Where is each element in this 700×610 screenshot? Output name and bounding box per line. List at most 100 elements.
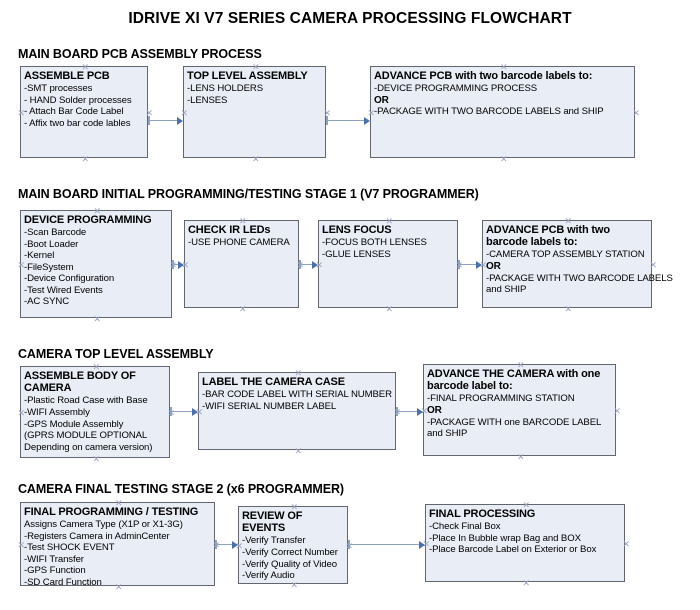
connector-handle-bottom-icon[interactable]: ✕ (517, 451, 525, 462)
flowchart-node-advance-pcb-two-barcode-labels-2[interactable]: ADVANCE PCB with two barcode labels to:-… (480, 216, 673, 313)
flowchart-node-lens-focus[interactable]: LENS FOCUS-FOCUS BOTH LENSES-GLUE LENSES… (316, 216, 464, 313)
page-title: IDRIVE XI V7 SERIES CAMERA PROCESSING FL… (128, 10, 572, 27)
arrow-line (215, 544, 233, 546)
connector-handle-bottom-icon[interactable]: ✕ (239, 303, 247, 314)
node-line: - HAND Solder processes (24, 94, 132, 106)
connector-handle-bottom-icon[interactable]: ✕ (252, 153, 260, 164)
node-line: -SD Card Function (24, 576, 102, 588)
node-line: -Registers Camera in AdminCenter (24, 530, 170, 542)
connector-handle-bottom-icon[interactable]: ✕ (294, 445, 303, 456)
node-content: LENS FOCUS-FOCUS BOTH LENSES-GLUE LENSES (319, 221, 457, 262)
node-title: LABEL THE CAMERA CASE (202, 376, 345, 388)
node-line: -PACKAGE WITH TWO BARCODE LABELS (486, 272, 673, 284)
connector-handle-bottom-icon[interactable]: ✕ (564, 303, 573, 314)
node-line: -Plastic Road Case with Base (24, 395, 148, 407)
node-line: -Verify Audio (242, 570, 295, 582)
node-line: -GPS Module Assembly (24, 418, 124, 430)
section-title-main-board-initial-programming-testing-stage-1: MAIN BOARD INITIAL PROGRAMMING/TESTING S… (18, 187, 479, 201)
connector-handle-left-icon[interactable]: ✕ (180, 107, 189, 118)
arrow-line (148, 120, 178, 122)
node-line: -WIFI SERIAL NUMBER LABEL (202, 400, 337, 412)
node-title: ADVANCE THE CAMERA with one barcode labe… (427, 368, 601, 393)
node-content: TOP LEVEL ASSEMBLY-LENS HOLDERS-LENSES (184, 67, 325, 108)
node-line: -BAR CODE LABEL WITH SERIAL NUMBER (202, 388, 392, 400)
flowchart-node-advance-pcb-two-barcode-labels[interactable]: ADVANCE PCB with two barcode labels to:-… (368, 62, 641, 163)
arrow-line (348, 544, 420, 546)
arrow-line (170, 411, 193, 413)
node-line: - Attach Bar Code Label (24, 106, 124, 118)
node-line: -WIFI Assembly (24, 406, 90, 418)
flowchart-node-advance-the-camera-one-barcode-label[interactable]: ADVANCE THE CAMERA with one barcode labe… (421, 360, 622, 461)
section-title-main-board-pcb-assembly-process: MAIN BOARD PCB ASSEMBLY PROCESS (18, 47, 262, 61)
arrow-head-icon (177, 117, 183, 125)
node-line: (GPRS MODULE OPTIONAL (24, 430, 148, 442)
arrow-line (172, 264, 179, 266)
node-title: FINAL PROCESSING (429, 508, 536, 520)
node-title: ADVANCE PCB with two barcode labels to: (374, 70, 593, 82)
node-content: LABEL THE CAMERA CASE-BAR CODE LABEL WIT… (199, 373, 395, 414)
node-line: -PACKAGE WITH one BARCODE LABEL (427, 416, 602, 428)
node-title: CHECK IR LEDs (188, 224, 271, 236)
node-title: DEVICE PROGRAMMING (24, 214, 152, 226)
connector-handle-bottom-icon[interactable]: ✕ (522, 577, 531, 588)
flowchart-node-label-the-camera-case[interactable]: LABEL THE CAMERA CASE-BAR CODE LABEL WIT… (196, 368, 402, 455)
arrow-line (458, 264, 477, 266)
node-line: -CAMERA TOP ASSEMBLY STATION (486, 249, 645, 261)
node-line: -Device Configuration (24, 273, 115, 285)
flowchart-node-final-processing[interactable]: FINAL PROCESSING-Check Final Box-Place I… (423, 500, 631, 587)
node-content: ASSEMBLE PCB-SMT processes- HAND Solder … (21, 67, 147, 131)
node-title: ASSEMBLE BODY OF CAMERA (24, 370, 136, 395)
node-content: REVIEW OF EVENTS-Verify Transfer-Verify … (239, 507, 347, 584)
flowchart-node-check-ir-leds[interactable]: CHECK IR LEDs-USE PHONE CAMERA✕✕✕✕ (182, 216, 305, 313)
node-line: -GLUE LENSES (322, 248, 391, 260)
connector-handle-bottom-icon[interactable]: ✕ (500, 153, 508, 164)
node-content: ADVANCE THE CAMERA with one barcode labe… (424, 365, 615, 442)
flowchart-node-assemble-pcb[interactable]: ASSEMBLE PCB-SMT processes- HAND Solder … (18, 62, 154, 163)
node-content: ADVANCE PCB with two barcode labels to:-… (371, 67, 634, 120)
node-title: ASSEMBLE PCB (24, 70, 110, 82)
arrow-line (326, 120, 365, 122)
node-line: -DEVICE PROGRAMMING PROCESS (374, 82, 538, 94)
node-line: Assigns Camera Type (X1P or X1-3G) (24, 518, 183, 530)
node-line: OR (427, 404, 442, 416)
node-line: Depending on camera version) (24, 441, 153, 453)
node-content: ADVANCE PCB with two barcode labels to:-… (483, 221, 673, 298)
arrow-head-icon (364, 117, 370, 125)
node-title: ADVANCE PCB with two barcode labels to: (486, 224, 610, 249)
connector-handle-bottom-icon[interactable]: ✕ (93, 313, 102, 324)
node-line: -PACKAGE WITH TWO BARCODE LABELS and SHI… (374, 106, 604, 118)
node-line: -LENSES (187, 94, 228, 106)
flowchart-node-assemble-body-of-camera[interactable]: ASSEMBLE BODY OF CAMERA-Plastic Road Cas… (18, 362, 176, 463)
connector-handle-bottom-icon[interactable]: ✕ (92, 453, 101, 464)
node-line: OR (486, 260, 501, 272)
node-line: -USE PHONE CAMERA (188, 236, 290, 248)
node-line: -SMT processes (24, 82, 93, 94)
node-title: FINAL PROGRAMMING / TESTING (24, 506, 199, 518)
node-line: -GPS Function (24, 565, 86, 577)
node-title: REVIEW OF EVENTS (242, 510, 303, 535)
arrow-head-icon (192, 408, 198, 416)
node-line: -Place In Bubble wrap Bag and BOX (429, 532, 581, 544)
node-line: -Verify Quality of Video (242, 558, 338, 570)
node-line: -Test Wired Events (24, 284, 103, 296)
node-line: -Verify Transfer (242, 535, 306, 547)
node-line: -Verify Correct Number (242, 546, 338, 558)
connector-handle-bottom-icon[interactable]: ✕ (81, 153, 90, 164)
connector-handle-bottom-icon[interactable]: ✕ (385, 303, 394, 314)
flowchart-node-review-of-events[interactable]: REVIEW OF EVENTS-Verify Transfer-Verify … (236, 502, 354, 589)
node-line: -FOCUS BOTH LENSES (322, 236, 427, 248)
arrow-head-icon (312, 261, 318, 269)
node-content: CHECK IR LEDs-USE PHONE CAMERA (185, 221, 298, 251)
node-line: -LENS HOLDERS (187, 82, 264, 94)
node-line: and SHIP (427, 428, 468, 440)
flowchart-node-device-programming[interactable]: DEVICE PROGRAMMING-Scan Barcode-Boot Loa… (18, 206, 178, 323)
section-title-camera-final-testing-stage-2: CAMERA FINAL TESTING STAGE 2 (x6 PROGRAM… (18, 482, 344, 496)
flowchart-node-top-level-assembly[interactable]: TOP LEVEL ASSEMBLY-LENS HOLDERS-LENSES✕✕… (180, 62, 332, 163)
arrow-head-icon (419, 541, 425, 549)
node-line: -WIFI Transfer (24, 553, 84, 565)
node-title: LENS FOCUS (322, 224, 392, 236)
arrow-head-icon (417, 408, 423, 416)
